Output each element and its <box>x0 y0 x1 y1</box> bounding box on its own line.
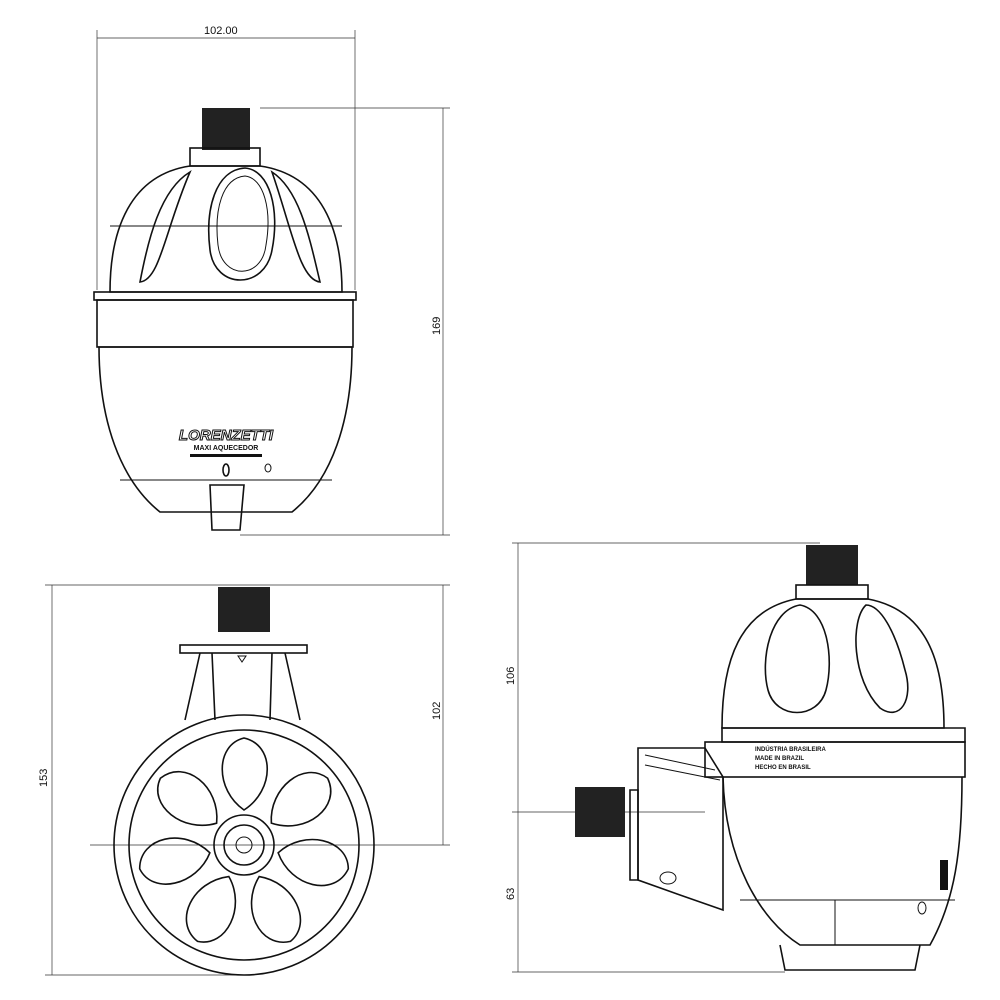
dim-side-lower: 63 <box>505 888 517 900</box>
vent-petal <box>270 771 332 827</box>
dim-bottom-total: 153 <box>38 769 50 787</box>
vent-petal <box>277 838 350 887</box>
dim-side-upper: 106 <box>505 667 517 685</box>
dim-bottom-partial: 102 <box>431 702 443 720</box>
side-label-1: INDÚSTRIA BRASILEIRA <box>755 746 826 753</box>
front-model: MAXI AQUECEDOR <box>194 445 259 452</box>
dim-front-width: 102.00 <box>204 25 238 37</box>
vent-petal <box>250 875 302 944</box>
side-view: 106 63 INDÚSTRIA BRASILEIRA MADE IN BRAZ… <box>505 542 966 973</box>
vent-petal <box>221 737 268 811</box>
side-label-3: HECHO EN BRASIL <box>755 765 811 771</box>
vent-petal <box>185 875 237 943</box>
side-label-2: MADE IN BRAZIL <box>755 756 804 762</box>
front-view: 102.00 169 LORENZETTI MAXI AQUECEDOR <box>93 25 450 536</box>
dim-front-height: 169 <box>431 317 443 335</box>
front-brand: LORENZETTI <box>179 427 274 444</box>
inlet-thread <box>202 108 250 150</box>
bottom-view: 153 102 <box>38 584 450 976</box>
vent-petal <box>157 771 218 826</box>
vent-petal <box>138 837 211 885</box>
